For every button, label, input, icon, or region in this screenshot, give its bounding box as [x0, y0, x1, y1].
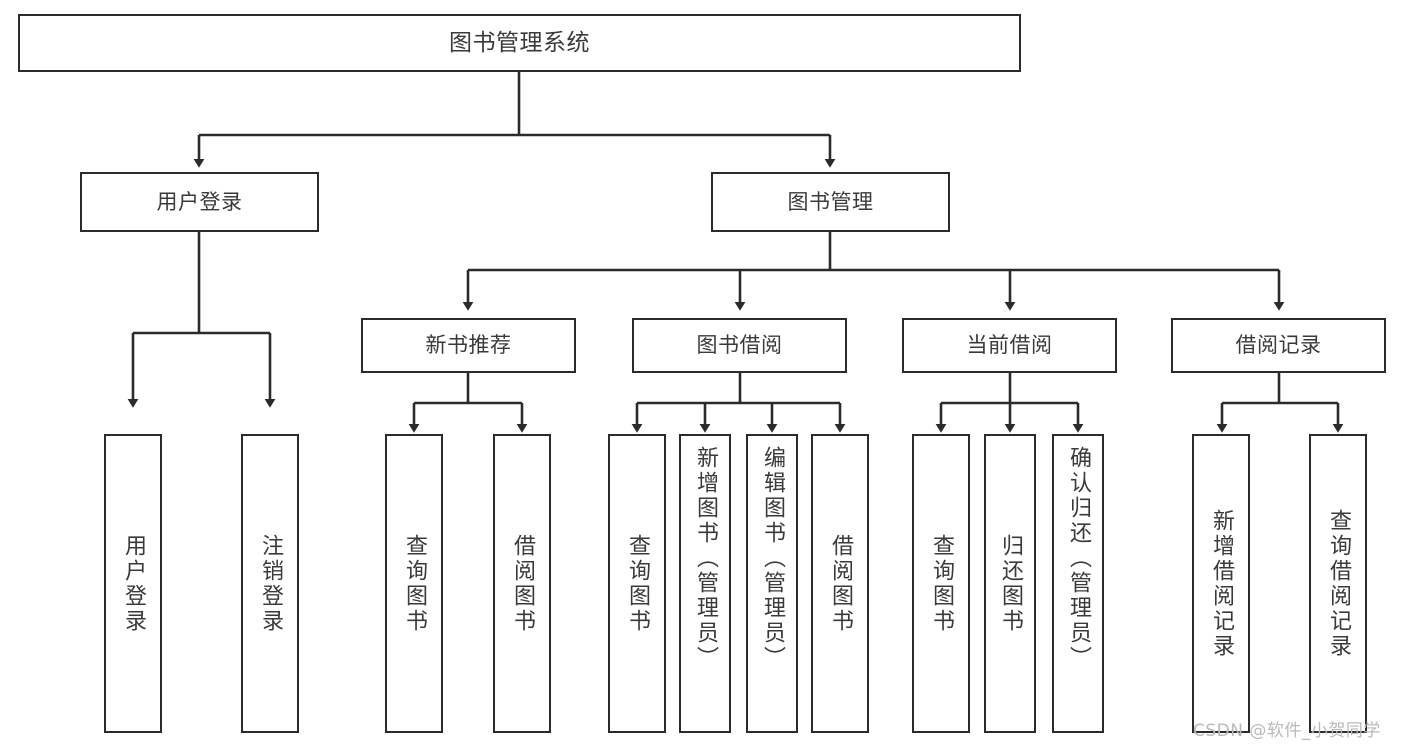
node-leaf-confirm-return-admin[interactable]: 确认归还（管理员）: [1052, 434, 1104, 733]
node-leaf-add-book-admin-label: 新增图书（管理员）: [693, 446, 718, 671]
node-new-book-recommend[interactable]: 新书推荐: [361, 318, 576, 373]
connectors-current-borrow: [935, 373, 1084, 433]
node-leaf-confirm-return-admin-label: 确认归还（管理员）: [1066, 446, 1091, 671]
connectors-new-book: [408, 373, 528, 433]
connectors-user-login: [127, 232, 276, 408]
connectors-root: [193, 72, 836, 168]
node-leaf-query-book-borrow[interactable]: 查询图书: [608, 434, 666, 733]
node-user-login[interactable]: 用户登录: [80, 172, 319, 232]
connectors-borrow-record: [1216, 373, 1344, 433]
node-book-management-label: 图书管理: [787, 189, 874, 214]
node-leaf-query-book-current-label: 查询图书: [929, 533, 954, 634]
node-leaf-logout-label: 注销登录: [258, 533, 283, 634]
connectors-borrow: [631, 373, 846, 433]
node-book-borrow-label: 图书借阅: [696, 333, 783, 358]
node-leaf-borrow-book-label: 借阅图书: [828, 533, 853, 634]
node-leaf-query-book-recommend-label: 查询图书: [402, 533, 427, 634]
node-leaf-query-book-borrow-label: 查询图书: [625, 533, 650, 634]
node-leaf-edit-book-admin[interactable]: 编辑图书（管理员）: [746, 434, 798, 733]
node-leaf-add-borrow-record[interactable]: 新增借阅记录: [1192, 434, 1250, 733]
node-current-borrow-label: 当前借阅: [966, 333, 1053, 358]
node-leaf-user-login[interactable]: 用户登录: [104, 434, 162, 733]
node-user-login-label: 用户登录: [156, 189, 243, 214]
node-current-borrow[interactable]: 当前借阅: [902, 318, 1117, 373]
node-leaf-borrow-book[interactable]: 借阅图书: [811, 434, 869, 733]
node-leaf-query-borrow-record-label: 查询借阅记录: [1326, 508, 1351, 659]
node-leaf-return-book[interactable]: 归还图书: [984, 434, 1036, 733]
node-borrow-record-label: 借阅记录: [1235, 333, 1322, 358]
node-leaf-query-book-recommend[interactable]: 查询图书: [385, 434, 443, 733]
node-book-management[interactable]: 图书管理: [711, 172, 950, 232]
node-leaf-query-book-current[interactable]: 查询图书: [912, 434, 970, 733]
node-leaf-borrow-book-recommend[interactable]: 借阅图书: [493, 434, 551, 733]
node-leaf-edit-book-admin-label: 编辑图书（管理员）: [760, 446, 785, 671]
node-leaf-logout[interactable]: 注销登录: [241, 434, 299, 733]
node-root-system-label: 图书管理系统: [449, 29, 590, 56]
node-leaf-user-login-label: 用户登录: [121, 533, 146, 634]
node-new-book-recommend-label: 新书推荐: [425, 333, 512, 358]
node-leaf-return-book-label: 归还图书: [998, 533, 1023, 634]
node-leaf-query-borrow-record[interactable]: 查询借阅记录: [1309, 434, 1367, 733]
connectors-book-manage: [462, 232, 1285, 311]
node-leaf-add-book-admin[interactable]: 新增图书（管理员）: [679, 434, 731, 733]
node-leaf-borrow-book-recommend-label: 借阅图书: [510, 533, 535, 634]
node-borrow-record[interactable]: 借阅记录: [1171, 318, 1386, 373]
node-leaf-add-borrow-record-label: 新增借阅记录: [1209, 508, 1234, 659]
node-book-borrow[interactable]: 图书借阅: [632, 318, 847, 373]
node-root-system[interactable]: 图书管理系统: [18, 14, 1021, 72]
